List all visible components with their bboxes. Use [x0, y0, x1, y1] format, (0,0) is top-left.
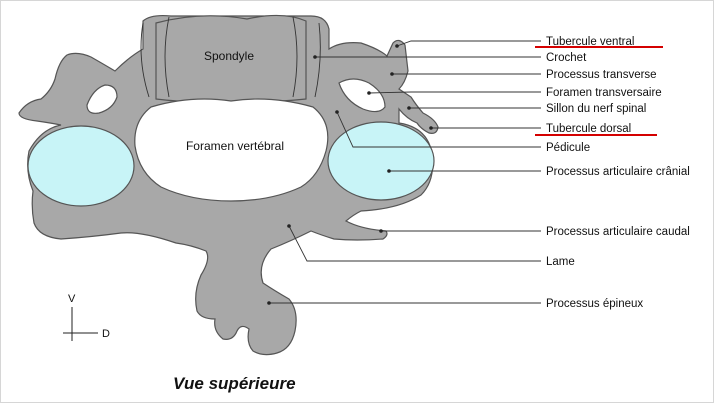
label-crochet: Crochet — [546, 52, 587, 64]
label-processus-articulaire-caudal: Processus articulaire caudal — [546, 226, 690, 238]
spondyle-lines — [140, 16, 321, 98]
leader-dots — [267, 44, 433, 305]
foramen-transversaire-right — [338, 78, 386, 113]
label-foramen-transversaire: Foramen transversaire — [546, 87, 662, 99]
foramen-vertebral-label: Foramen vertébral — [186, 139, 284, 153]
label-processus-epineux: Processus épineux — [546, 298, 643, 310]
facet-left — [27, 125, 135, 207]
label-tubercule-dorsal: Tubercule dorsal — [546, 123, 631, 135]
label-tubercule-ventral: Tubercule ventral — [546, 36, 634, 48]
facet-right — [327, 121, 435, 201]
spondyle-label: Spondyle — [204, 49, 254, 63]
caption: Vue supérieure — [173, 374, 296, 393]
foramen-vertebral — [134, 98, 329, 202]
label-lame: Lame — [546, 256, 575, 268]
axis-label-v: V — [68, 293, 76, 305]
orientation-axes — [63, 307, 98, 341]
label-sillon-nerf-spinal: Sillon du nerf spinal — [546, 103, 646, 115]
foramen-transversaire-left — [86, 84, 118, 114]
leader-lines — [269, 40, 541, 304]
axis-label-d: D — [102, 328, 110, 340]
label-pedicule: Pédicule — [546, 142, 590, 154]
label-processus-transverse: Processus transverse — [546, 69, 657, 81]
label-processus-articulaire-cranial: Processus articulaire crânial — [546, 166, 690, 178]
